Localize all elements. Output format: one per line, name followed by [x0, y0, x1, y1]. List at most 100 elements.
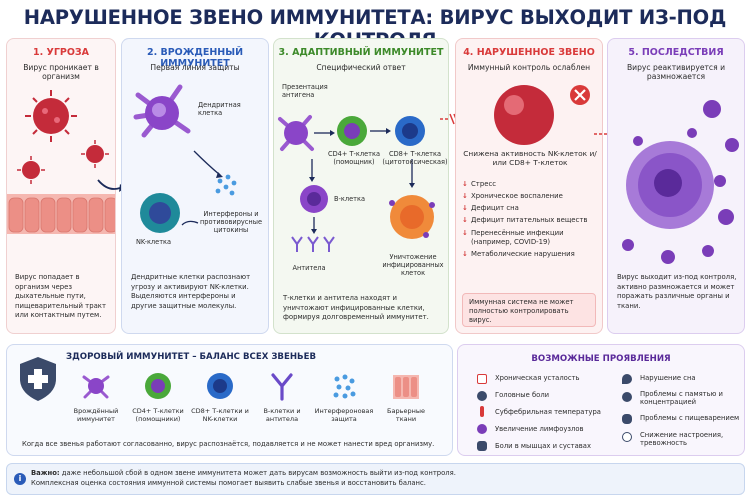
shield-icon [20, 357, 56, 401]
close-icon [570, 85, 590, 105]
panel-adaptive: 3. АДАПТИВНЫЙ ИММУНИТЕТ Специфический от… [273, 38, 449, 334]
cd8-cell-icon [207, 373, 233, 399]
risk-factor-list: ↓Стресс ↓Хроническое воспаление ↓Дефицит… [462, 180, 600, 262]
destruction-label: Уничтожение инфицированных клеток [382, 253, 444, 278]
down-arrow-icon: ↓ [462, 192, 468, 201]
interferon-dots-icon [333, 374, 356, 399]
manifestations-box [457, 344, 745, 456]
info-icon: i [14, 473, 26, 485]
panel-description: Вирус попадает в организм через дыхатель… [15, 273, 106, 320]
warning-note: Иммунная система не может полностью конт… [462, 293, 596, 327]
down-arrow-icon: ↓ [462, 204, 468, 213]
healthy-immunity-box [6, 344, 453, 456]
innate-illustration [133, 84, 237, 233]
healthy-caption: Когда все звенья работают согласованно, … [22, 440, 435, 448]
panel-description: Вирус выходит из-под контроля, активно р… [617, 273, 737, 310]
symptom-item: Боли в мышцах и суставах [495, 442, 591, 450]
symptom-item: Нарушение сна [640, 374, 696, 382]
antigen-label: Презентация антигена [282, 83, 328, 100]
down-arrow-icon: ↓ [462, 216, 468, 225]
panel-heading: 2. ВРОЖДЕННЫЙ ИММУНИТЕТ [146, 47, 244, 69]
interferon-dots-icon [215, 174, 237, 196]
dendritic-cell-icon [133, 84, 191, 138]
cd4-label: CD4+ Т-клетка (помощник) [327, 150, 381, 167]
virus-illustration [7, 90, 115, 234]
tissue-icon [7, 194, 115, 234]
symptom-item: Увеличение лимфоузлов [495, 425, 584, 433]
down-arrow-icon: ↓ [462, 180, 468, 188]
panel-heading: 1. УГРОЗА [32, 47, 90, 58]
moon-icon [622, 374, 632, 384]
head-icon [477, 391, 487, 401]
symptom-item: Головные боли [495, 391, 550, 399]
list-item: ↓Метаболические нарушения [462, 249, 575, 258]
panel-subtitle: Вирус проникает в организм [23, 63, 99, 82]
symptom-item: Снижение настроения, тревожность [640, 431, 724, 448]
adaptive-illustration [278, 115, 435, 252]
list-item: ↓Перенесённые инфекции (например, COVID-… [462, 228, 564, 246]
reactivation-illustration [622, 100, 739, 264]
down-arrow-icon: ↓ [462, 228, 468, 237]
panel-broken-link: 4. НАРУШЕННОЕ ЗВЕНО Иммунный контроль ос… [455, 38, 603, 334]
antibody-label: Антитела [292, 264, 326, 272]
b-cell-label: В-клетка [334, 195, 366, 203]
brain-icon [622, 392, 632, 402]
nk-label: NK-клетка [136, 238, 172, 246]
panel-description: Дендритные клетки распознают угрозу и ак… [131, 273, 251, 310]
antibody-icon [291, 236, 335, 252]
healthy-item: Барьерные ткани [387, 407, 425, 423]
panel-heading: 3. АДАПТИВНЫЙ ИММУНИТЕТ [278, 47, 444, 58]
stomach-icon [622, 414, 632, 424]
panel-consequences: 5. ПОСЛЕДСТВИЯ Вирус реактивируется и ра… [607, 38, 745, 334]
footer-note: i Важно: даже небольшой сбой в одном зве… [6, 463, 745, 495]
symptom-item: Хроническая усталость [495, 374, 580, 382]
virus-icon [81, 140, 109, 168]
dendritic-label: Дендритная клетка [198, 101, 241, 118]
symptom-item: Субфебрильная температура [495, 408, 601, 416]
weak-cell-icon [494, 85, 554, 145]
sad-face-icon [622, 432, 632, 442]
down-arrow-icon: ↓ [462, 249, 468, 258]
panel-subtitle: Иммунный контроль ослаблен [467, 63, 591, 72]
cd4-cell-icon [145, 373, 171, 399]
list-item: ↓Стресс [462, 180, 497, 188]
muscle-icon [477, 441, 487, 451]
barrier-tissue-icon [393, 375, 419, 399]
b-cell-icon [300, 185, 328, 213]
virus-icon [25, 90, 77, 142]
panel-heading: 5. ПОСЛЕДСТВИЯ [628, 47, 724, 58]
healthy-item: Врождённый иммунитет [73, 407, 119, 423]
healthy-item: В-клетки и антитела [263, 407, 301, 423]
healthy-item: Интерфероновая защита [314, 407, 374, 423]
footer-line2: Комплексная оценка состояния иммунной си… [31, 478, 426, 487]
innate-immunity-icon [82, 375, 110, 399]
virus-particle-icon [622, 100, 739, 264]
list-item: ↓Хроническое воспаление [462, 192, 563, 201]
weak-cell-illustration [494, 85, 590, 145]
thermometer-icon [480, 406, 484, 417]
infected-cell-icon [389, 195, 435, 239]
footer-line1: даже небольшой сбой в одном звене иммуни… [61, 469, 456, 477]
manifestations-heading: ВОЗМОЖНЫЕ ПРОЯВЛЕНИЯ [531, 354, 671, 364]
footer-text: Важно: даже небольшой сбой в одном звене… [31, 469, 731, 489]
panel-innate: 2. ВРОЖДЕННЫЙ ИММУНИТЕТ Первая линия защ… [121, 38, 269, 334]
healthy-item: CD4+ Т-клетки (помощники) [132, 407, 184, 423]
battery-icon [477, 374, 487, 384]
footer-bold: Важно: [31, 469, 60, 477]
panel-subtitle: Вирус реактивируется и размножается [626, 63, 726, 82]
nk-cell-icon [140, 193, 180, 233]
cd4-cell-icon [337, 116, 367, 146]
healthy-heading: ЗДОРОВЫЙ ИММУНИТЕТ – БАЛАНС ВСЕХ ЗВЕНЬЕВ [66, 352, 317, 362]
cd8-label: CD8+ Т-клетка (цитотоксическая) [382, 150, 448, 167]
dendritic-cell-icon [278, 115, 314, 151]
infected-cell-icon [626, 141, 714, 229]
symptom-item: Проблемы с памятью и концентрацией [640, 390, 723, 407]
antibody-icon [271, 373, 293, 401]
interferon-label: Интерфероны и противовирусные цитокины [199, 210, 263, 235]
list-item: ↓Дефицит сна [462, 204, 519, 213]
cd8-cell-icon [395, 116, 425, 146]
panel-description: Т-клетки и антитела находят и уничтожают… [283, 294, 429, 322]
list-item: ↓Дефицит питательных веществ [462, 216, 588, 225]
virus-icon [17, 156, 45, 184]
lymph-node-icon [477, 424, 487, 434]
